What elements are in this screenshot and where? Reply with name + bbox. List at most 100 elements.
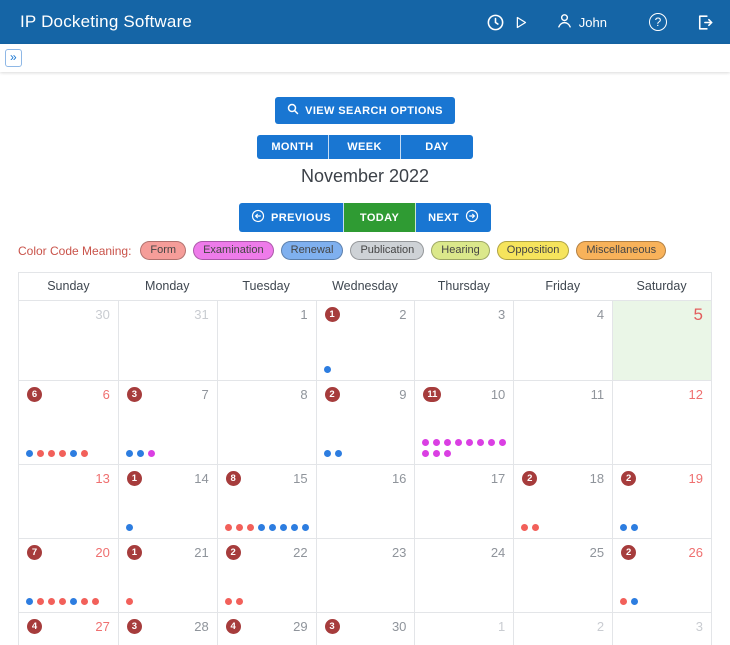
event-count-badge[interactable]: 2 xyxy=(226,545,241,560)
event-count-badge[interactable]: 2 xyxy=(325,387,340,402)
event-count-badge[interactable]: 4 xyxy=(226,619,241,634)
event-count-badge[interactable]: 6 xyxy=(27,387,42,402)
date-number: 2 xyxy=(597,619,604,634)
calendar-cell[interactable]: 29 xyxy=(316,380,415,464)
weekday-row: SundayMondayTuesdayWednesdayThursdayFrid… xyxy=(19,273,711,300)
date-number: 20 xyxy=(95,545,109,560)
event-dot-form xyxy=(81,598,88,605)
event-count-badge[interactable]: 3 xyxy=(127,619,142,634)
event-count-badge[interactable]: 2 xyxy=(621,545,636,560)
logout-icon[interactable] xyxy=(695,13,714,32)
event-count-badge[interactable]: 4 xyxy=(27,619,42,634)
calendar-cell[interactable]: 4 xyxy=(513,300,612,380)
event-count-badge[interactable]: 1 xyxy=(127,471,142,486)
legend-pill-opposition: Opposition xyxy=(497,241,570,260)
event-dot-examination xyxy=(455,439,462,446)
calendar-cell[interactable]: 121 xyxy=(118,538,217,612)
calendar-cell[interactable]: 815 xyxy=(217,464,316,538)
event-dot-form xyxy=(247,524,254,531)
calendar-cell[interactable]: 218 xyxy=(513,464,612,538)
calendar-cell[interactable]: 31 xyxy=(118,300,217,380)
event-dot-form xyxy=(532,524,539,531)
calendar-cell[interactable]: 219 xyxy=(612,464,711,538)
calendar-cell[interactable]: 12 xyxy=(316,300,415,380)
help-icon[interactable]: ? xyxy=(649,13,667,31)
event-count-badge[interactable]: 1 xyxy=(127,545,142,560)
calendar-cell[interactable]: 429 xyxy=(217,612,316,645)
event-dots xyxy=(126,598,214,605)
event-dot-examination xyxy=(433,450,440,457)
event-count-badge[interactable]: 7 xyxy=(27,545,42,560)
event-dot-renewal xyxy=(620,524,627,531)
calendar-cell[interactable]: 12 xyxy=(612,380,711,464)
legend-pill-form: Form xyxy=(140,241,186,260)
user-menu[interactable]: John xyxy=(556,12,607,32)
calendar-cell[interactable]: 330 xyxy=(316,612,415,645)
calendar-cell[interactable]: 24 xyxy=(414,538,513,612)
date-number: 3 xyxy=(498,307,505,322)
next-button[interactable]: NEXT xyxy=(416,203,491,232)
event-dots xyxy=(26,450,115,457)
calendar-cell[interactable]: 23 xyxy=(316,538,415,612)
calendar-cell[interactable]: 16 xyxy=(316,464,415,538)
sidebar-expand-button[interactable]: » xyxy=(5,49,22,67)
calendar-cell[interactable]: 222 xyxy=(217,538,316,612)
date-number: 7 xyxy=(201,387,208,402)
event-dot-examination xyxy=(433,439,440,446)
event-count-badge[interactable]: 3 xyxy=(127,387,142,402)
calendar-cell[interactable]: 114 xyxy=(118,464,217,538)
event-dot-renewal xyxy=(631,598,638,605)
event-dot-form xyxy=(48,450,55,457)
date-number: 24 xyxy=(491,545,505,560)
calendar-cell[interactable]: 25 xyxy=(513,538,612,612)
event-dot-form xyxy=(59,450,66,457)
calendar-cell[interactable]: 328 xyxy=(118,612,217,645)
event-dot-renewal xyxy=(324,366,331,373)
view-week-button[interactable]: WEEK xyxy=(329,135,401,159)
calendar-cell[interactable]: 8 xyxy=(217,380,316,464)
view-day-button[interactable]: DAY xyxy=(401,135,473,159)
event-dot-examination xyxy=(422,450,429,457)
event-count-badge[interactable]: 1 xyxy=(325,307,340,322)
user-icon xyxy=(556,12,573,32)
calendar-cell[interactable]: 3 xyxy=(414,300,513,380)
date-number: 10 xyxy=(491,387,505,402)
calendar-cell[interactable]: 3 xyxy=(612,612,711,645)
calendar-cell[interactable]: 427 xyxy=(19,612,118,645)
calendar-cell[interactable]: 1 xyxy=(217,300,316,380)
date-number: 23 xyxy=(392,545,406,560)
app-header: IP Docketing Software John ? xyxy=(0,0,730,44)
event-dots xyxy=(126,450,214,457)
view-month-button[interactable]: MONTH xyxy=(257,135,329,159)
header-actions: John ? xyxy=(486,12,714,32)
event-count-badge[interactable]: 2 xyxy=(522,471,537,486)
calendar-cell[interactable]: 226 xyxy=(612,538,711,612)
calendar-cell[interactable]: 66 xyxy=(19,380,118,464)
calendar-cell[interactable]: 13 xyxy=(19,464,118,538)
date-number: 16 xyxy=(392,471,406,486)
previous-label: PREVIOUS xyxy=(271,212,331,224)
user-name: John xyxy=(579,15,607,30)
event-dot-renewal xyxy=(280,524,287,531)
event-count-badge[interactable]: 8 xyxy=(226,471,241,486)
event-dot-form xyxy=(521,524,528,531)
calendar-cell[interactable]: 2 xyxy=(513,612,612,645)
calendar-cell[interactable]: 17 xyxy=(414,464,513,538)
date-number: 2 xyxy=(399,307,406,322)
play-icon[interactable] xyxy=(513,15,528,30)
previous-button[interactable]: PREVIOUS xyxy=(239,203,344,232)
event-dot-renewal xyxy=(126,524,133,531)
calendar-cell[interactable]: 37 xyxy=(118,380,217,464)
calendar-cell[interactable]: 30 xyxy=(19,300,118,380)
event-count-badge[interactable]: 11 xyxy=(423,387,441,402)
event-count-badge[interactable]: 2 xyxy=(621,471,636,486)
clock-icon[interactable] xyxy=(486,13,505,32)
calendar-cell[interactable]: 7 20 xyxy=(19,538,118,612)
event-count-badge[interactable]: 3 xyxy=(325,619,340,634)
calendar-cell[interactable]: 1 xyxy=(414,612,513,645)
today-button[interactable]: TODAY xyxy=(344,203,416,232)
calendar-cell[interactable]: 11 xyxy=(513,380,612,464)
view-search-options-button[interactable]: VIEW SEARCH OPTIONS xyxy=(275,97,455,124)
calendar-cell[interactable]: 11 10 xyxy=(414,380,513,464)
calendar-cell[interactable]: 5 xyxy=(612,300,711,380)
